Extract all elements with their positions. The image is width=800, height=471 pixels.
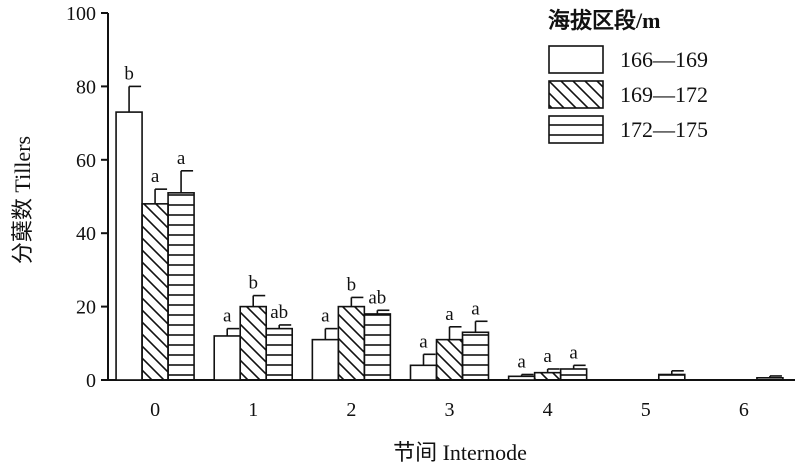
y-tick-label: 60	[76, 150, 96, 172]
bar	[115, 111, 143, 381]
significance-label: ab	[368, 287, 386, 308]
y-tick-label: 40	[76, 223, 96, 245]
bar	[559, 368, 588, 381]
significance-label: a	[517, 351, 526, 372]
bar	[363, 313, 392, 381]
significance-label: a	[177, 148, 186, 169]
bar	[409, 364, 438, 381]
significance-label: a	[223, 306, 232, 327]
legend-swatch	[548, 115, 604, 144]
significance-label: a	[419, 331, 428, 352]
bar	[213, 335, 242, 381]
significance-label: a	[569, 342, 578, 363]
bar	[337, 305, 366, 381]
bar	[756, 376, 784, 381]
significance-label: a	[471, 298, 480, 319]
bar	[141, 203, 169, 381]
bar	[265, 327, 294, 381]
x-axis-title: 节间 Internode	[393, 440, 527, 465]
significance-label: b	[124, 63, 134, 84]
legend: 海拔区段/m 166—169 169—172 172—175	[548, 8, 708, 144]
x-tick-label: 1	[248, 399, 258, 421]
significance-label: b	[248, 273, 258, 294]
significance-label: a	[321, 306, 330, 327]
bar	[507, 375, 536, 381]
bar	[167, 192, 195, 381]
y-tick-label: 20	[76, 297, 96, 319]
legend-label: 172—175	[620, 117, 708, 142]
bar	[435, 338, 464, 381]
legend-label: 169—172	[620, 82, 708, 107]
legend-swatch	[548, 80, 604, 109]
x-tick-label: 4	[543, 399, 553, 421]
legend-label: 166—169	[620, 47, 708, 72]
significance-label: b	[347, 274, 357, 295]
significance-label: a	[543, 346, 552, 367]
significance-label: a	[445, 304, 454, 325]
legend-title: 海拔区段/m	[548, 8, 660, 33]
bar	[657, 373, 686, 381]
y-axis-title: 分蘖数 Tillers	[10, 136, 35, 264]
bars	[115, 85, 784, 381]
x-tick-label: 2	[346, 399, 356, 421]
significance-label: a	[151, 166, 160, 187]
x-tick-label: 5	[641, 399, 651, 421]
x-tick-label: 0	[150, 399, 160, 421]
significance-label: ab	[270, 302, 288, 323]
bar	[239, 305, 268, 381]
x-tick-label: 6	[739, 399, 749, 421]
x-tick-label: 3	[445, 399, 455, 421]
bar	[311, 338, 340, 381]
y-tick-label: 100	[66, 3, 96, 25]
legend-swatch	[548, 45, 604, 74]
y-tick-label: 80	[76, 76, 96, 98]
bar	[461, 331, 490, 381]
bar	[533, 371, 562, 381]
y-tick-label: 0	[86, 370, 96, 392]
